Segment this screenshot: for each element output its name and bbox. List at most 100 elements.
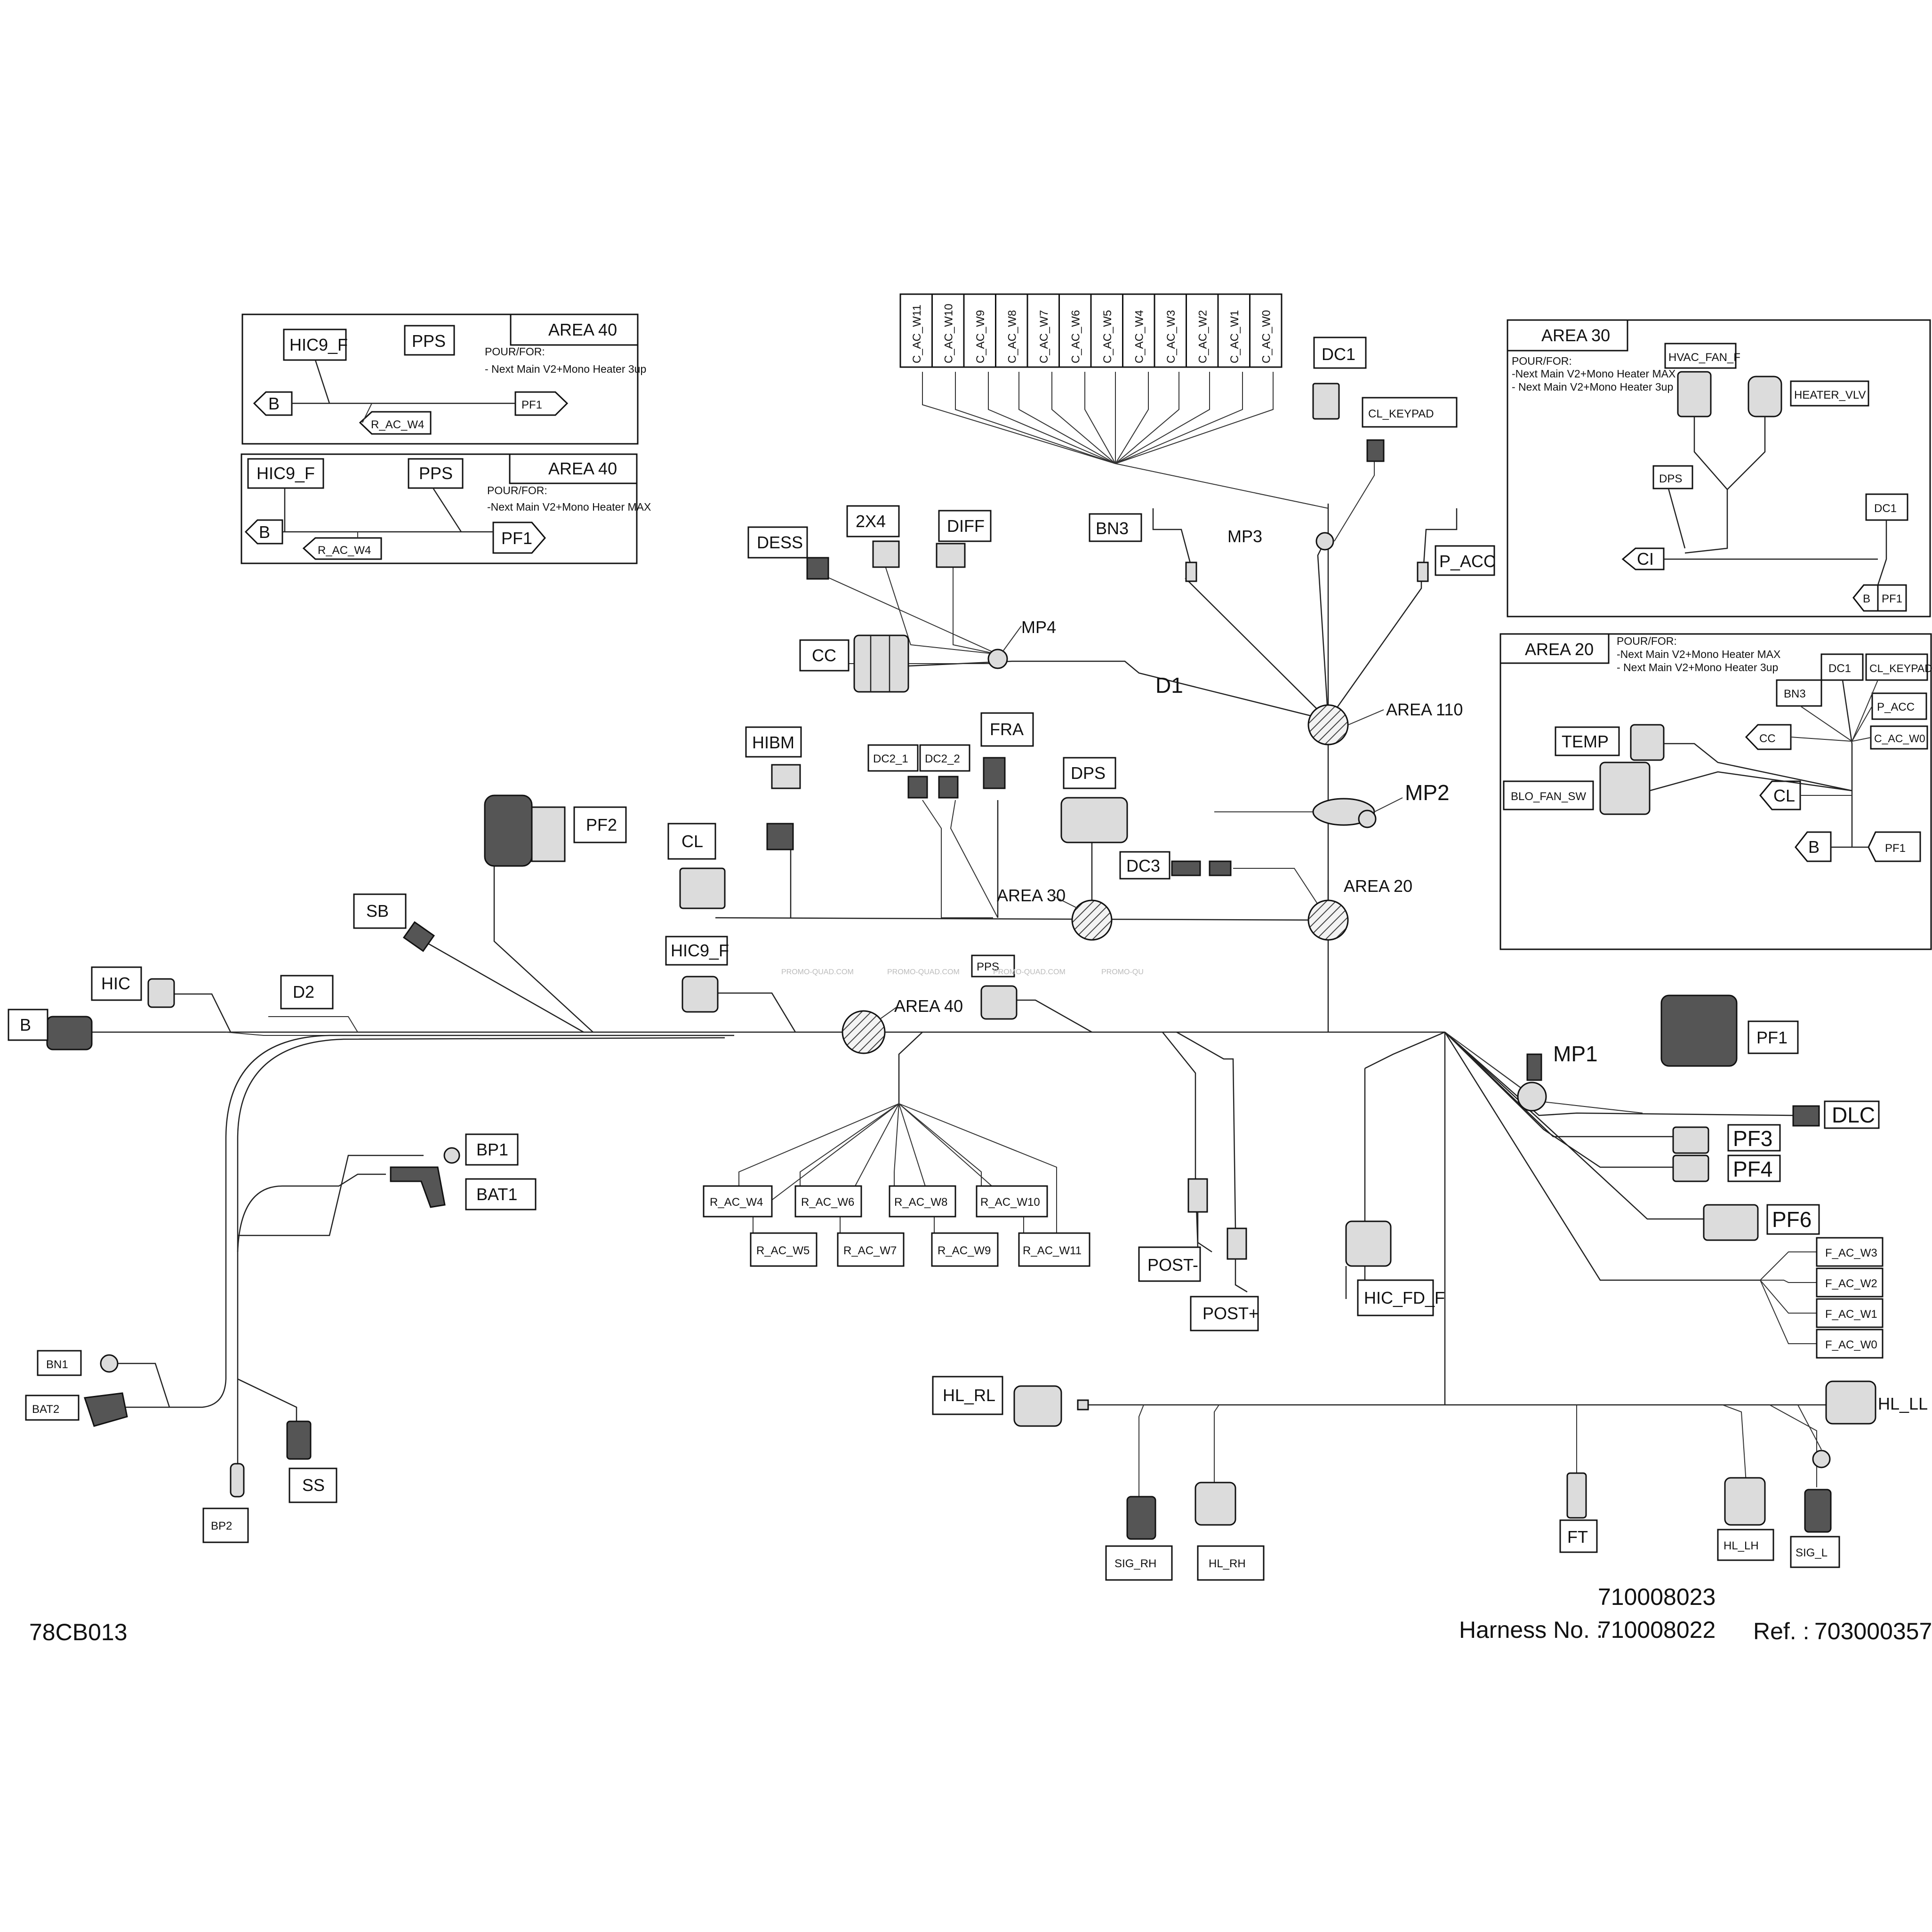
inset-a-wire: R_AC_W4 <box>371 418 424 431</box>
top-pin-box <box>1058 293 1092 368</box>
f-ac-w3-label: F_AC_W3 <box>1825 1247 1877 1259</box>
bn3-terminal <box>1152 508 1192 565</box>
dlc-label: DLC <box>1832 1103 1875 1127</box>
pf3-label: PF3 <box>1733 1126 1772 1151</box>
p-acc-terminal <box>1423 508 1458 565</box>
hl-rl-label: HL_RL <box>943 1386 995 1405</box>
inset-d-cc: CC <box>1759 732 1776 745</box>
hic-label: HIC <box>101 974 130 993</box>
inset-d-p-acc: P_ACC <box>1877 701 1915 713</box>
cc-connector <box>853 634 909 693</box>
ref-no: 703000357 <box>1814 1618 1932 1644</box>
b-connector <box>46 1016 93 1050</box>
inset-c-b: B <box>1863 593 1870 605</box>
top-pin-label: C_AC_W11 <box>911 305 923 363</box>
inset-b-hic9f: HIC9_F <box>257 464 315 483</box>
top-pin-label: C_AC_W3 <box>1165 310 1178 363</box>
pf1-label: PF1 <box>1756 1028 1788 1047</box>
r-ac-boxes: R_AC_W4 R_AC_W6 R_AC_W8 R_AC_W10 R_AC_W5… <box>703 1185 1090 1267</box>
pf4-connector <box>1672 1154 1709 1182</box>
inset-c-line1: -Next Main V2+Mono Heater MAX <box>1512 368 1675 380</box>
f-ac-boxes: F_AC_W3 F_AC_W2 F_AC_W1 F_AC_W0 <box>1816 1237 1884 1359</box>
hl-rh-label: HL_RH <box>1209 1557 1246 1570</box>
watermark-3: PROMO-QUAD.COM <box>993 968 1066 976</box>
inset-b-b: B <box>259 522 270 542</box>
inset-c-dc1: DC1 <box>1874 502 1897 515</box>
r-ac-w6-label: R_AC_W6 <box>801 1196 854 1209</box>
top-pin-label: C_AC_W4 <box>1133 310 1146 363</box>
inset-b-pour: POUR/FOR: <box>487 484 547 497</box>
mp3-clip <box>1315 532 1334 551</box>
top-pin-label: C_AC_W5 <box>1101 310 1114 363</box>
r-ac-w5-label: R_AC_W5 <box>756 1244 810 1257</box>
inset-area30: AREA 30 POUR/FOR: -Next Main V2+Mono Hea… <box>1507 319 1931 617</box>
bat1-terminal <box>390 1166 446 1208</box>
r-ac-row2: R_AC_W5 R_AC_W7 R_AC_W9 R_AC_W11 <box>750 1232 1090 1267</box>
top-pin-label: C_AC_W7 <box>1038 310 1050 363</box>
inset-d-temp: TEMP <box>1562 732 1609 751</box>
mp3-label: MP3 <box>1227 527 1262 546</box>
dc1-label: DC1 <box>1322 345 1355 364</box>
area-40-label: AREA 40 <box>894 996 963 1016</box>
drawing-id: 78CB013 <box>29 1619 128 1645</box>
top-pin-box <box>1090 293 1123 368</box>
inset-c-area: AREA 30 <box>1541 326 1610 345</box>
inset-b-line1: -Next Main V2+Mono Heater MAX <box>487 501 651 513</box>
watermark-4: PROMO-QU <box>1101 968 1144 976</box>
inset-d-blo: BLO_FAN_SW <box>1511 790 1586 803</box>
pf2-label: PF2 <box>586 815 617 834</box>
harness-label: Harness No. : <box>1459 1617 1603 1643</box>
r-ac-w9-label: R_AC_W9 <box>938 1244 991 1257</box>
hl-rl-connector <box>1013 1385 1062 1427</box>
fra-label: FRA <box>990 720 1024 739</box>
inset-a-line1: - Next Main V2+Mono Heater 3up <box>485 363 646 375</box>
diff-label: DIFF <box>947 516 985 536</box>
inset-a-pps: PPS <box>412 331 446 351</box>
footer: 78CB013 710008023 Harness No. : 71000802… <box>29 1584 1932 1645</box>
inset-d-area: AREA 20 <box>1525 640 1594 659</box>
bp1-ring <box>443 1147 460 1164</box>
r-ac-w8-label: R_AC_W8 <box>894 1196 947 1209</box>
hic-connector <box>147 978 175 1008</box>
ss-connector <box>286 1420 312 1460</box>
post-plus-label: POST+ <box>1202 1304 1259 1323</box>
watermark-1: PROMO-QUAD.COM <box>781 968 854 976</box>
inset-d-pf1: PF1 <box>1885 842 1906 855</box>
labels: DC1 CL_KEYPAD BN3 MP3 P_ACC DESS 2X4 DIF… <box>8 337 1928 1581</box>
sig-rh-connector <box>1126 1496 1156 1540</box>
pf2-connector <box>484 794 533 867</box>
inset-d-cl-keypad: CL_KEYPAD <box>1869 662 1932 674</box>
inset-c-pour: POUR/FOR: <box>1512 355 1572 367</box>
top-pin-box <box>1026 293 1060 368</box>
hic-fd-f-label: HIC_FD_F <box>1364 1288 1445 1307</box>
r-ac-w4-label: R_AC_W4 <box>710 1196 763 1209</box>
dc2-2-connector <box>938 776 959 799</box>
top-pin-label: C_AC_W6 <box>1069 310 1082 363</box>
2x4-connector <box>872 540 900 568</box>
dc2-1-connector <box>907 776 928 799</box>
top-pin-label: C_AC_W8 <box>1006 310 1018 363</box>
hic9f-label: HIC9_F <box>671 941 729 960</box>
dps-label: DPS <box>1071 763 1106 783</box>
fra-connector <box>983 757 1006 789</box>
inset-d-c-ac-w0: C_AC_W0 <box>1874 732 1925 745</box>
dps-connector <box>1060 797 1128 843</box>
area-20-label: AREA 20 <box>1344 876 1412 896</box>
mp4-label: MP4 <box>1021 617 1056 637</box>
ref-label: Ref. : <box>1753 1618 1809 1644</box>
cl-connector <box>679 867 726 909</box>
inset-c-pf1: PF1 <box>1882 593 1902 605</box>
top-pin-label: C_AC_W1 <box>1228 310 1241 363</box>
inset-d-pour: POUR/FOR: <box>1617 635 1677 647</box>
hl-lh-label: HL_LH <box>1724 1539 1759 1552</box>
inset-b-pf1: PF1 <box>501 529 532 548</box>
pf1-connector <box>1660 994 1738 1067</box>
bat2-label: BAT2 <box>32 1403 59 1416</box>
top-pin-box <box>963 293 996 368</box>
ft-label: FT <box>1567 1527 1588 1547</box>
connectors <box>46 383 1876 1540</box>
post-plus-terminal <box>1227 1227 1247 1260</box>
inset-area40-max: AREA 40 POUR/FOR: -Next Main V2+Mono Hea… <box>240 453 651 564</box>
cl-label: CL <box>681 832 703 851</box>
hl-rh-connector <box>1194 1482 1236 1526</box>
